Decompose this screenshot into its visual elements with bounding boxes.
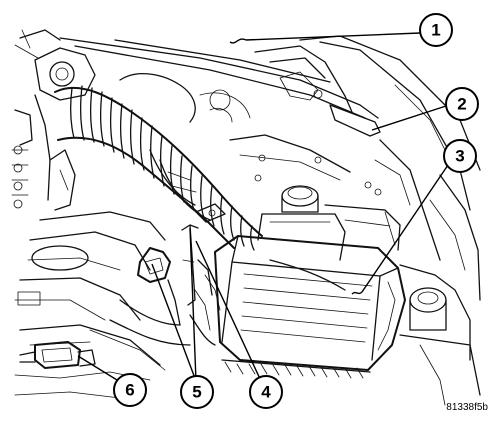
callout-4-label: 4 [261, 383, 271, 402]
hood-cowl [59, 35, 481, 211]
callout-6-label: 6 [125, 381, 134, 400]
leader-2 [371, 105, 447, 131]
leader-1 [245, 32, 421, 41]
callout-3: 3 [443, 139, 477, 173]
callout-1: 1 [419, 13, 453, 47]
air-inlet-duct [54, 85, 263, 251]
callout-4: 4 [249, 375, 283, 409]
leader-1-tip [229, 38, 247, 44]
sensor-connector [137, 224, 199, 326]
leader-6 [77, 355, 118, 381]
callout-2: 2 [445, 87, 479, 121]
callout-6: 6 [113, 373, 147, 407]
callout-5-label: 5 [192, 383, 201, 402]
callout-2-label: 2 [457, 95, 466, 114]
air-cleaner-housing [214, 235, 406, 379]
lower-hoses [19, 259, 221, 371]
leader-3 [361, 164, 449, 293]
right-structure [374, 139, 481, 406]
callout-3-label: 3 [455, 147, 464, 166]
figure-code: 81338f5b [446, 402, 488, 413]
leader-lines [77, 32, 449, 382]
leader-5a [151, 263, 197, 382]
intake-background [119, 73, 382, 196]
callout-1-label: 1 [431, 21, 440, 40]
callout-5: 5 [180, 375, 214, 409]
leader-5b [189, 227, 197, 382]
leader-4 [195, 240, 262, 382]
leader-3-tip [351, 291, 363, 295]
